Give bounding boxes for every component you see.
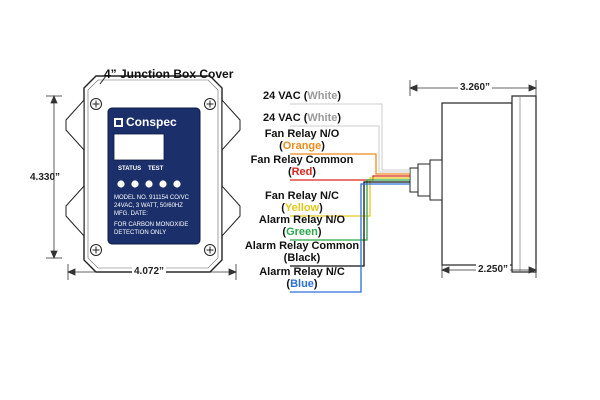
brand-name: Conspec — [126, 115, 177, 129]
test-label: TEST — [148, 166, 164, 172]
cover-label: 4” Junction Box Cover — [104, 67, 234, 81]
wire-name: Fan Relay Common — [250, 154, 354, 166]
wire-name: 24 VAC — [262, 90, 301, 102]
wire-color-name: Orange — [282, 140, 322, 152]
side-height-dimension: 2.250” — [476, 264, 511, 275]
wire-color-name: Yellow — [284, 202, 320, 214]
wire-label: Alarm Relay N/C(Blue) — [259, 266, 345, 290]
wire-name: 24 VAC — [262, 112, 301, 124]
power-rating: 24VAC, 3 WATT, 50/60HZ — [114, 203, 183, 209]
mfg-date: MFG. DATE: — [114, 211, 148, 217]
wire-color-name: White — [307, 112, 338, 124]
wire-name: Alarm Relay N/O — [258, 214, 346, 226]
status-label: STATUS — [118, 166, 142, 172]
wire-color-name: White — [307, 90, 338, 102]
width-dimension: 4.072” — [132, 266, 167, 277]
wire-color-name: Red — [291, 166, 313, 178]
wire-lead — [290, 177, 410, 217]
wire-label: 24 VAC (White) — [262, 112, 342, 124]
wire-lead — [290, 183, 410, 293]
wire-leads — [290, 103, 410, 293]
wire-lead — [290, 179, 410, 241]
usage-note-line1: FOR CARBON MONOXIDE — [114, 222, 189, 228]
wire-lead — [290, 103, 410, 171]
wire-color-name: Green — [286, 226, 318, 238]
wire-color-name: Blue — [290, 278, 314, 290]
wire-lead — [290, 153, 410, 175]
wire-name: Fan Relay N/O — [264, 128, 340, 140]
side-view — [409, 95, 537, 273]
wire-label: Alarm Relay Common(Black) — [244, 240, 360, 264]
wire-name: Alarm Relay N/C — [259, 266, 345, 278]
indicator-buttons — [117, 180, 181, 188]
wire-color-name: Black — [287, 252, 317, 264]
junction-box-cover — [65, 75, 241, 273]
wire-label: Fan Relay N/O(Orange) — [264, 128, 340, 152]
side-depth-dimension: 3.260” — [458, 82, 493, 93]
height-dimension: 4.330” — [30, 172, 61, 183]
wire-label: Fan Relay Common(Red) — [250, 154, 354, 178]
usage-note-line2: DETECTION ONLY — [114, 230, 167, 236]
lcd-display — [113, 133, 165, 161]
wire-label: 24 VAC (White) — [262, 90, 342, 102]
conspec-logo-icon — [114, 118, 123, 127]
model-number: MODEL NO. 911154 CO/VC — [114, 195, 189, 201]
wire-name: Fan Relay N/C — [265, 190, 339, 202]
wire-lead — [290, 181, 410, 267]
wire-label: Alarm Relay N/O(Green) — [258, 214, 346, 238]
wire-label: Fan Relay N/C(Yellow) — [265, 190, 339, 214]
wire-lead — [290, 125, 410, 173]
screw-icon — [90, 98, 216, 256]
wire-name: Alarm Relay Common — [244, 240, 360, 252]
